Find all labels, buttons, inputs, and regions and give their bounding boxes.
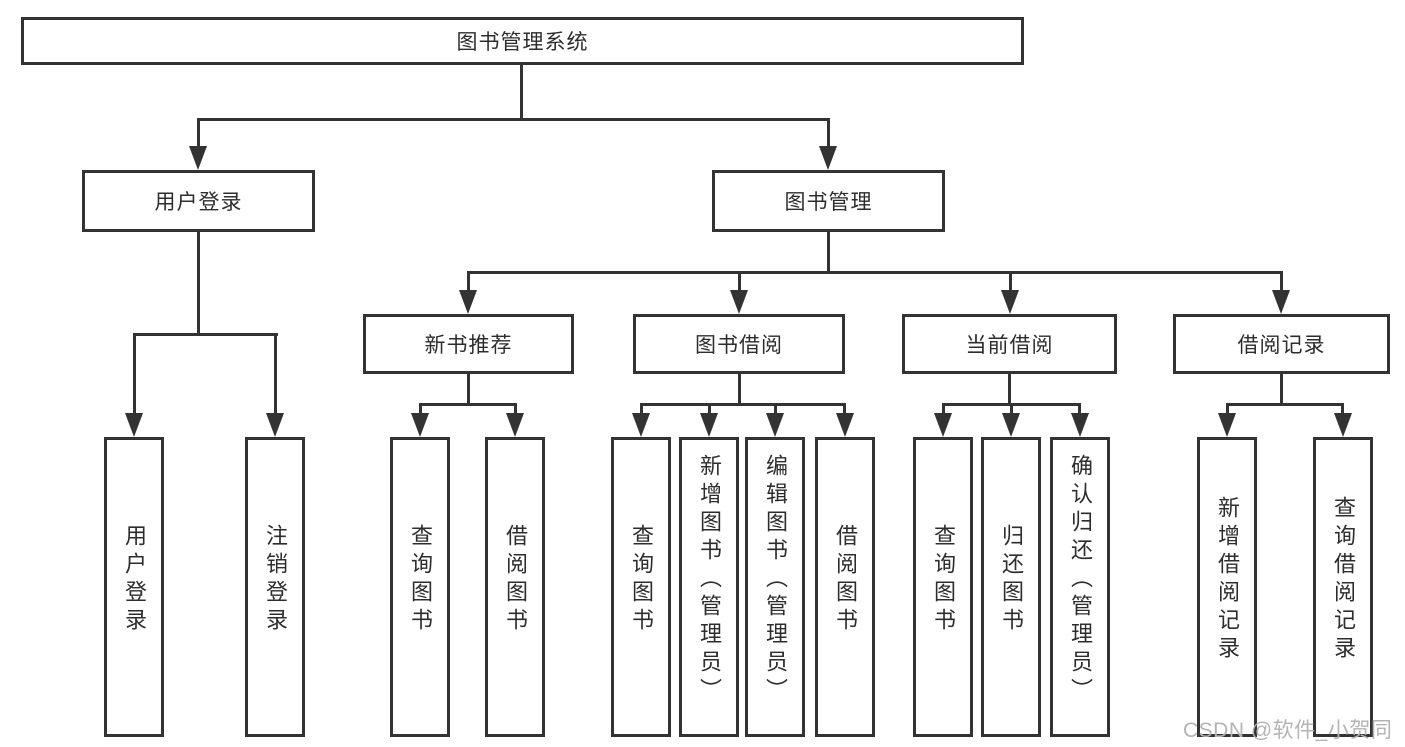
node-borrow-records: 借阅记录: [1173, 314, 1390, 374]
arrowhead-down-icon: [934, 413, 952, 437]
leaf-user-login: 用户登录: [104, 437, 164, 737]
connector-line: [274, 333, 277, 415]
connector-line: [419, 403, 422, 415]
connector-line: [1226, 403, 1229, 415]
leaf-label: 新增借阅记录: [1215, 496, 1240, 664]
leaf-query-books-borrow: 查询图书: [611, 437, 671, 737]
arrowhead-down-icon: [1071, 413, 1089, 437]
leaf-label: 确认归还（管理员）: [1068, 454, 1093, 706]
connector-line: [1078, 403, 1081, 415]
connector-line: [133, 333, 278, 336]
connector-line: [640, 403, 846, 406]
connector-line: [1341, 403, 1344, 415]
arrowhead-down-icon: [189, 146, 207, 170]
leaf-label: 查询图书: [408, 524, 433, 636]
connector-line: [843, 403, 846, 415]
leaf-label: 归还图书: [999, 524, 1024, 636]
connector-line: [774, 403, 777, 415]
leaf-confirm-return-admin: 确认归还（管理员）: [1050, 437, 1110, 737]
leaf-add-borrow-record: 新增借阅记录: [1197, 437, 1257, 737]
leaf-label: 借阅图书: [833, 524, 858, 636]
leaf-borrow-books-recommend: 借阅图书: [485, 437, 545, 737]
node-user-login: 用户登录: [82, 170, 315, 232]
leaf-label: 查询借阅记录: [1331, 496, 1356, 664]
arrowhead-down-icon: [1002, 413, 1020, 437]
leaf-return-book: 归还图书: [981, 437, 1041, 737]
arrowhead-down-icon: [459, 290, 477, 314]
leaf-add-book-admin: 新增图书（管理员）: [679, 437, 739, 737]
node-book-management: 图书管理: [712, 170, 945, 232]
connector-line: [197, 118, 200, 150]
leaf-label: 查询图书: [931, 524, 956, 636]
arrowhead-down-icon: [1272, 290, 1290, 314]
arrowhead-down-icon: [1218, 413, 1236, 437]
arrowhead-down-icon: [266, 413, 284, 437]
connector-line: [419, 403, 517, 406]
leaf-edit-book-admin: 编辑图书（管理员）: [745, 437, 805, 737]
leaf-label: 查询图书: [629, 524, 654, 636]
connector-line: [1280, 271, 1283, 292]
connector-line: [514, 403, 517, 415]
leaf-borrow-book: 借阅图书: [815, 437, 875, 737]
connector-line: [467, 271, 470, 292]
node-current-borrow: 当前借阅: [902, 314, 1117, 374]
leaf-label: 用户登录: [122, 524, 147, 636]
node-book-borrow: 图书借阅: [633, 314, 845, 374]
arrowhead-down-icon: [766, 413, 784, 437]
arrowhead-down-icon: [411, 413, 429, 437]
leaf-query-books-recommend: 查询图书: [390, 437, 450, 737]
leaf-label: 注销登录: [263, 524, 288, 636]
leaf-query-books-current: 查询图书: [913, 437, 973, 737]
connector-line: [197, 118, 830, 121]
leaf-label: 编辑图书（管理员）: [763, 454, 788, 706]
watermark-text: CSDN @软件_小贺同学: [1183, 719, 1393, 742]
connector-line: [708, 403, 711, 415]
leaf-logout: 注销登录: [245, 437, 305, 737]
arrowhead-down-icon: [125, 413, 143, 437]
connector-line: [133, 333, 136, 415]
arrowhead-down-icon: [836, 413, 854, 437]
connector-line: [467, 271, 1283, 274]
node-root-library-system: 图书管理系统: [21, 17, 1024, 65]
arrowhead-down-icon: [700, 413, 718, 437]
connector-line: [942, 403, 945, 415]
arrowhead-down-icon: [730, 290, 748, 314]
arrowhead-down-icon: [1334, 413, 1352, 437]
leaf-query-borrow-record: 查询借阅记录: [1313, 437, 1373, 737]
connector-line: [520, 65, 523, 120]
connector-line: [1280, 374, 1283, 405]
connector-line: [738, 271, 741, 292]
connector-line: [827, 118, 830, 150]
connector-line: [197, 232, 200, 335]
connector-line: [467, 374, 470, 405]
leaf-label: 新增图书（管理员）: [697, 454, 722, 706]
arrowhead-down-icon: [506, 413, 524, 437]
node-new-book-recommend: 新书推荐: [363, 314, 574, 374]
leaf-label: 借阅图书: [503, 524, 528, 636]
arrowhead-down-icon: [819, 146, 837, 170]
connector-line: [1226, 403, 1344, 406]
connector-line: [1008, 374, 1011, 405]
connector-line: [1009, 271, 1012, 292]
connector-line: [640, 403, 643, 415]
arrowhead-down-icon: [1001, 290, 1019, 314]
connector-line: [1010, 403, 1013, 415]
connector-line: [738, 374, 741, 405]
connector-line: [827, 232, 830, 273]
arrowhead-down-icon: [632, 413, 650, 437]
